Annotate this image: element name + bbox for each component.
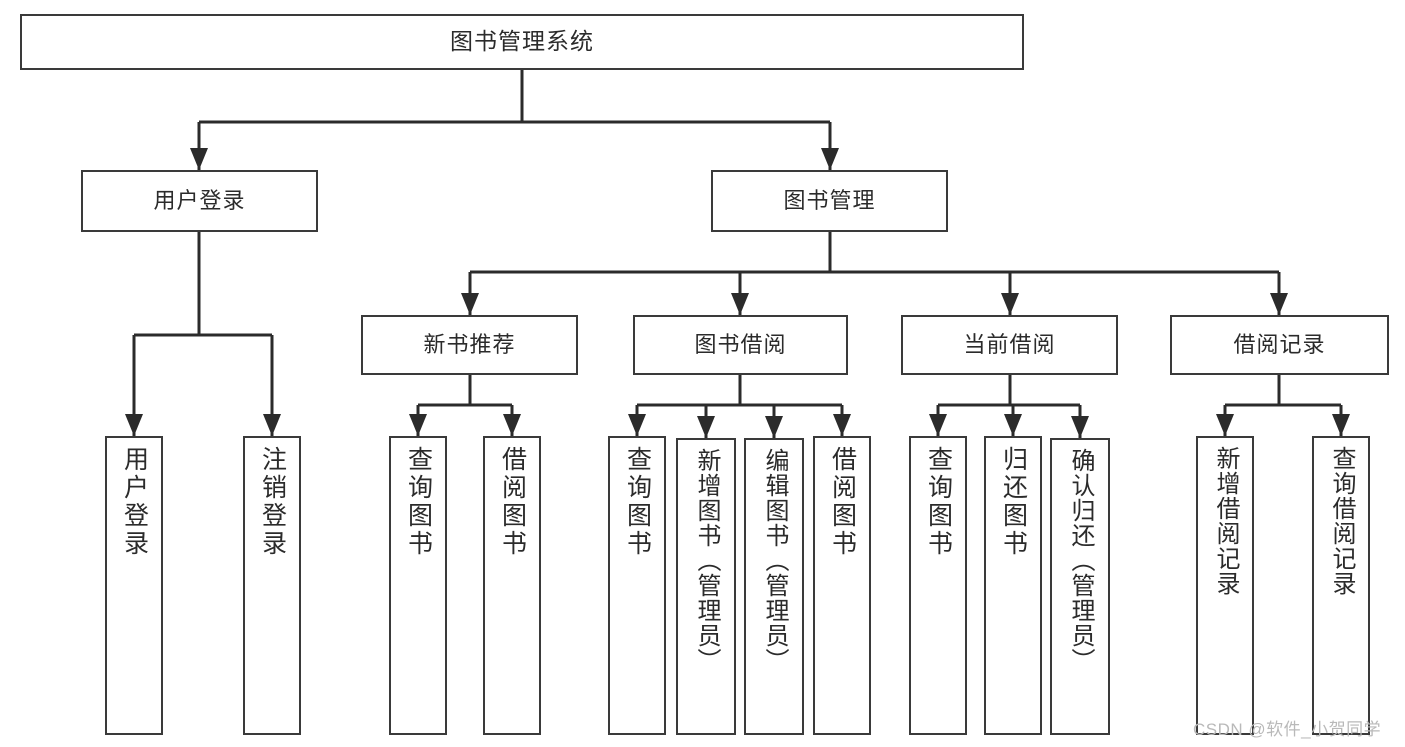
node-label: 查询图书	[924, 446, 953, 558]
arrow-head-icon	[821, 148, 839, 170]
node-label: 查询图书	[404, 446, 433, 558]
node-leaf-borrow-book-1: 借阅图书	[483, 436, 541, 735]
arrow-head-icon	[461, 293, 479, 315]
node-label: 确认归还（管理员）	[1067, 448, 1094, 673]
node-leaf-add-book: 新增图书（管理员）	[676, 438, 736, 735]
arrow-head-icon	[1001, 293, 1019, 315]
node-label: 新增图书（管理员）	[693, 448, 720, 673]
arrow-head-icon	[1216, 414, 1234, 436]
node-book-manage: 图书管理	[711, 170, 948, 232]
node-leaf-query-book-3: 查询图书	[909, 436, 967, 735]
node-label: 用户登录	[153, 188, 246, 214]
node-label: 图书借阅	[694, 332, 787, 358]
node-leaf-user-logout: 注销登录	[243, 436, 301, 735]
arrow-head-icon	[1004, 414, 1022, 436]
node-new-book-rec: 新书推荐	[361, 315, 578, 375]
arrow-head-icon	[125, 414, 143, 436]
node-leaf-query-book-2: 查询图书	[608, 436, 666, 735]
node-label: 借阅图书	[828, 446, 857, 558]
arrow-head-icon	[190, 148, 208, 170]
node-label: 当前借阅	[963, 332, 1056, 358]
node-root: 图书管理系统	[20, 14, 1024, 70]
arrow-head-icon	[1270, 293, 1288, 315]
arrow-head-icon	[765, 416, 783, 438]
node-label: 归还图书	[999, 446, 1028, 558]
node-leaf-edit-book: 编辑图书（管理员）	[744, 438, 804, 735]
node-user-login: 用户登录	[81, 170, 318, 232]
node-current-borrow: 当前借阅	[901, 315, 1118, 375]
csdn-watermark: CSDN @软件_小贺同学	[1193, 720, 1382, 739]
node-label: 新书推荐	[423, 332, 516, 358]
arrow-head-icon	[1071, 416, 1089, 438]
node-label: 借阅记录	[1233, 332, 1326, 358]
node-leaf-user-login: 用户登录	[105, 436, 163, 735]
node-leaf-return-book: 归还图书	[984, 436, 1042, 735]
node-label: 图书管理系统	[450, 28, 594, 55]
node-book-borrow: 图书借阅	[633, 315, 848, 375]
node-borrow-record: 借阅记录	[1170, 315, 1389, 375]
arrow-head-icon	[833, 414, 851, 436]
node-label: 新增借阅记录	[1212, 446, 1239, 596]
node-label: 图书管理	[783, 188, 876, 214]
node-label: 借阅图书	[498, 446, 527, 558]
arrow-head-icon	[503, 414, 521, 436]
node-label: 查询图书	[623, 446, 652, 558]
arrow-head-icon	[929, 414, 947, 436]
node-leaf-add-record: 新增借阅记录	[1196, 436, 1254, 735]
arrow-head-icon	[409, 414, 427, 436]
node-leaf-query-record: 查询借阅记录	[1312, 436, 1370, 735]
arrow-head-icon	[1332, 414, 1350, 436]
arrow-head-icon	[731, 293, 749, 315]
node-leaf-borrow-book-2: 借阅图书	[813, 436, 871, 735]
node-label: 注销登录	[258, 446, 287, 558]
arrow-head-icon	[263, 414, 281, 436]
arrow-head-icon	[697, 416, 715, 438]
node-label: 编辑图书（管理员）	[761, 448, 788, 673]
node-label: 查询借阅记录	[1328, 446, 1355, 596]
node-label: 用户登录	[120, 446, 149, 558]
node-leaf-query-book-1: 查询图书	[389, 436, 447, 735]
arrow-head-icon	[628, 414, 646, 436]
node-leaf-confirm-return: 确认归还（管理员）	[1050, 438, 1110, 735]
